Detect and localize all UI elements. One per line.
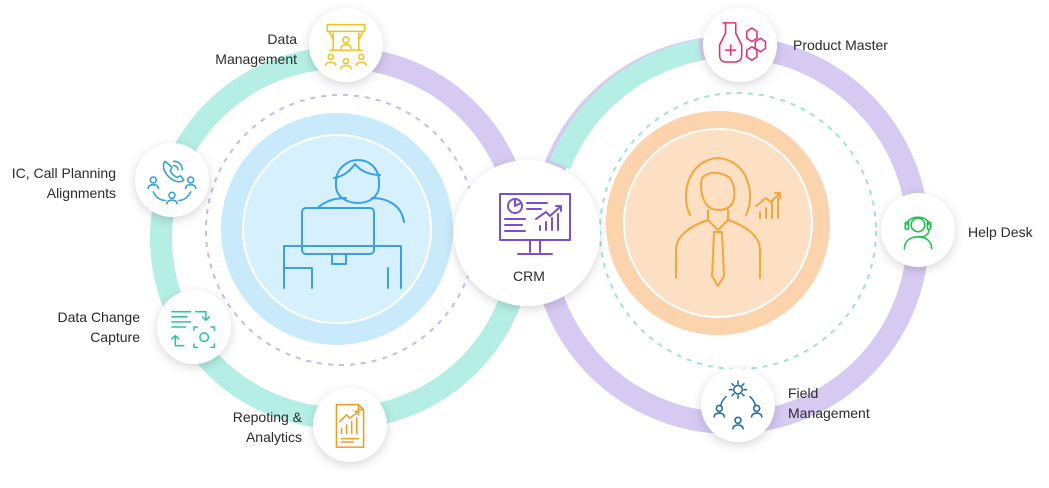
crm-center-node[interactable] — [454, 160, 600, 306]
ic-call-planning-node[interactable] — [135, 143, 209, 217]
product-master-node-circle — [703, 8, 777, 82]
product-master-node[interactable] — [703, 8, 777, 82]
field-management-node[interactable] — [701, 368, 775, 442]
product-master-label: Product Master — [793, 37, 888, 53]
field-management-icon — [713, 380, 763, 430]
crm-label: CRM — [513, 268, 545, 284]
help-desk-node[interactable] — [881, 193, 955, 267]
data-management-icon — [324, 23, 368, 70]
call-planning-icon — [147, 160, 197, 205]
businesswoman-growth-icon — [675, 157, 781, 287]
help-desk-headset-icon — [903, 216, 933, 250]
field-management-node-circle — [701, 368, 775, 442]
reporting-analytics-node[interactable] — [313, 388, 387, 462]
data-management-node[interactable] — [309, 8, 383, 82]
product-master-icon — [718, 22, 767, 63]
help-desk-node-circle — [881, 193, 955, 267]
left-hub — [221, 113, 453, 345]
data-change-capture-icon — [171, 310, 216, 349]
right-hub — [606, 111, 830, 335]
reporting-analytics-node-circle — [313, 388, 387, 462]
help-desk-label: Help Desk — [968, 224, 1033, 240]
report-analytics-icon — [335, 403, 365, 448]
user-at-computer-icon — [283, 159, 405, 289]
data-change-capture-node[interactable] — [157, 290, 231, 364]
reporting-analytics-label: Repoting &Analytics — [232, 409, 302, 445]
right-dashed-ring — [599, 92, 877, 370]
crm-dashboard-monitor-icon — [499, 193, 571, 255]
